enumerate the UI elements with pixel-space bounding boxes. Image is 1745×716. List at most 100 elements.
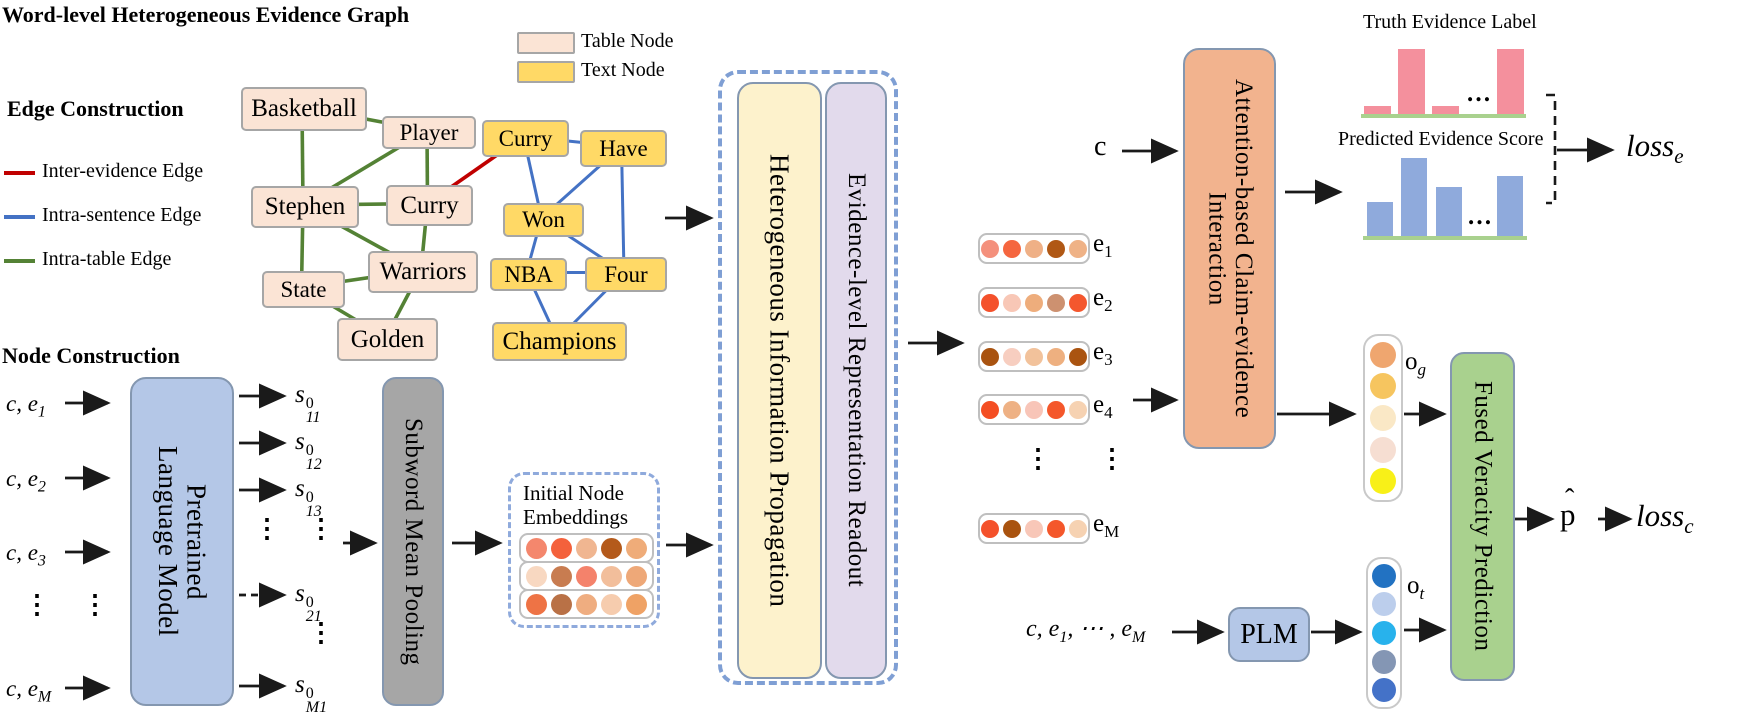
evidence-dot	[1003, 293, 1021, 312]
evidence-label-M: eM	[1093, 510, 1120, 541]
plm-input-s1: 1	[1059, 628, 1068, 646]
embedding-dot	[551, 565, 572, 587]
plm-box-line1: Pretrained	[181, 483, 212, 600]
embedding-dot	[626, 593, 647, 615]
evidence-vector-2	[978, 287, 1090, 318]
evidence-dot	[981, 293, 999, 312]
og-dot	[1370, 404, 1396, 431]
embedding-row-1	[519, 561, 654, 591]
og-label: og	[1405, 348, 1426, 380]
truth-bar-2	[1432, 106, 1459, 114]
embedding-dot	[601, 593, 622, 615]
embedding-dot	[576, 593, 597, 615]
edge-legend-label-intra_table: Intra-table Edge	[42, 248, 172, 270]
ot-dot	[1372, 563, 1396, 588]
evidence-dot	[1025, 519, 1043, 538]
evidence-vector-4	[978, 394, 1090, 425]
evidence-dot	[1025, 293, 1043, 312]
table-node-golden: Golden	[337, 318, 438, 361]
heterogeneous-information-propagation-box: Heterogeneous Information Propagation	[737, 82, 822, 679]
propagation-dashed-container	[718, 70, 898, 685]
table-node-swatch	[517, 32, 575, 54]
attention-box-line1: Attention-based Claim-evidence	[1229, 78, 1257, 419]
truth-bar-1	[1398, 49, 1425, 114]
propagation-box-label: Heterogeneous Information Propagation	[764, 153, 795, 608]
text-output-vector	[1366, 557, 1402, 709]
loss-c-sub: c	[1684, 514, 1694, 539]
evidence-dot	[1047, 293, 1065, 312]
pred-bar-3	[1497, 176, 1523, 236]
truth-bar-0	[1364, 106, 1391, 114]
evidence-dot	[1025, 347, 1043, 366]
readout-box-label: Evidence-level Representation Readout	[843, 173, 871, 588]
embedding-row-0	[519, 533, 654, 563]
evidence-vdots-right: ⋮	[1099, 444, 1125, 473]
evidence-label-3: e3	[1093, 338, 1113, 369]
plm-input-p1: c, e	[1026, 616, 1060, 642]
og-dot	[1370, 341, 1396, 368]
s-vdots: ⋮	[308, 618, 334, 647]
attention-claim-evidence-interaction-box: Attention-based Claim-evidence Interacti…	[1183, 48, 1276, 449]
fused-box-label: Fused Veracity Prediction	[1469, 381, 1497, 652]
predicted-evidence-score-title: Predicted Evidence Score	[1338, 128, 1544, 150]
embeddings-title-line2: Embeddings	[523, 505, 628, 530]
embedding-dot	[526, 537, 547, 559]
text-node-champions: Champions	[492, 322, 627, 361]
edge-construction-title: Edge Construction	[7, 96, 184, 121]
edge-legend-swatch-intra_table	[4, 259, 35, 263]
edge-intra_sentence-have-four	[620, 146, 626, 273]
embeddings-title-line1: Initial Node	[523, 481, 624, 505]
claim-symbol: c	[1094, 131, 1107, 162]
table-node-stephen: Stephen	[251, 186, 359, 228]
evidence-dot	[1025, 239, 1043, 258]
embedding-dot	[551, 537, 572, 559]
evidence-dot	[1069, 293, 1087, 312]
ot-label: ot	[1407, 572, 1424, 604]
plm-input-p2: , ⋯ , e	[1067, 616, 1132, 642]
text-node-have: Have	[580, 130, 667, 167]
input-claim-evidence-3: c, e3	[6, 540, 46, 570]
subword-mean-pooling-box: Subword Mean Pooling	[382, 377, 444, 706]
embedding-row-2	[519, 589, 654, 619]
evidence-dot	[981, 519, 999, 538]
evidence-vdots-left: ⋮	[1025, 444, 1051, 473]
evidence-level-readout-box: Evidence-level Representation Readout	[825, 82, 887, 679]
ot-dot	[1372, 592, 1396, 617]
embedding-dot	[526, 593, 547, 615]
evidence-dot	[1069, 239, 1087, 258]
evidence-label-4: e4	[1093, 391, 1113, 422]
edge-legend-label-inter_evidence: Inter-evidence Edge	[42, 160, 204, 182]
plm-small-box: PLM	[1228, 607, 1310, 662]
evidence-vector-M	[978, 513, 1090, 544]
truth-bar-3	[1497, 49, 1524, 114]
input-claim-evidence-2: c, e2	[6, 466, 46, 496]
s-vdots-left: ⋮	[254, 514, 280, 543]
og-dot	[1370, 468, 1396, 495]
evidence-vector-3	[978, 341, 1090, 372]
embedding-dot	[626, 537, 647, 559]
text-node-swatch	[517, 61, 575, 83]
plm-small-input: c, e1, ⋯ , eM	[1026, 614, 1145, 647]
truth-chart-ellipsis: …	[1466, 80, 1492, 107]
plm-box-line2: Language Model	[153, 446, 183, 637]
embedding-dot	[576, 537, 597, 559]
pretrained-language-model-box: Pretrained Language Model	[130, 377, 234, 706]
evidence-dot	[1047, 347, 1065, 366]
evidence-vector-1	[978, 233, 1090, 264]
evidence-label-2: e2	[1093, 284, 1113, 315]
pred-bar-1	[1401, 158, 1427, 236]
node-construction-title: Node Construction	[2, 343, 180, 368]
loss-c-base: loss	[1636, 498, 1685, 533]
evidence-label-1: e1	[1093, 230, 1113, 261]
fused-veracity-prediction-box: Fused Veracity Prediction	[1450, 352, 1515, 681]
text-node-won: Won	[503, 203, 584, 237]
edge-legend-swatch-intra_sentence	[4, 215, 35, 219]
table-node-curry_tb: Curry	[386, 185, 473, 226]
input-vdots-right: ⋮	[82, 590, 108, 619]
embedding-dot	[601, 537, 622, 559]
